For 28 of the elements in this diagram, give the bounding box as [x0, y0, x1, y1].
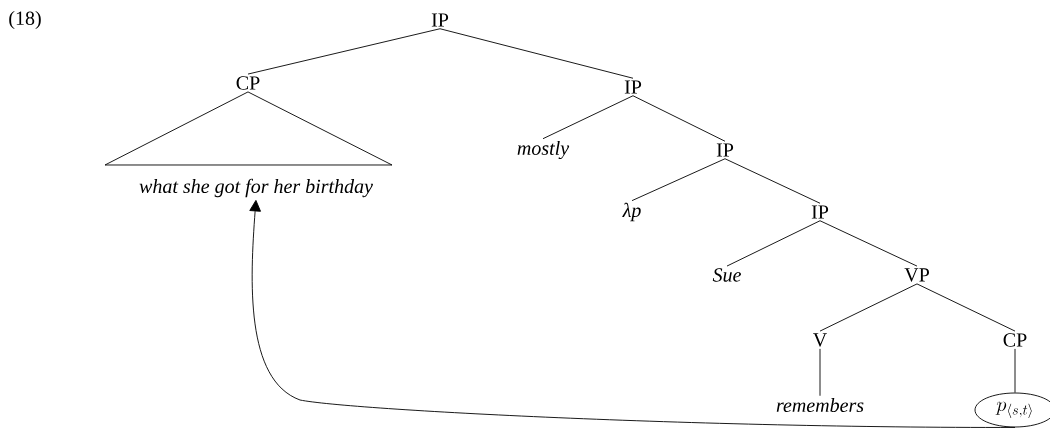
- branch-line: [724, 158, 821, 204]
- branch-line: [819, 220, 918, 267]
- category-label: CP: [1003, 333, 1027, 347]
- branch-line: [632, 95, 726, 142]
- branch-line: [916, 283, 1016, 332]
- branch-line: [819, 283, 918, 332]
- category-label: IP: [811, 205, 829, 219]
- triangle-roof: [104, 91, 393, 166]
- branch-line: [247, 28, 441, 75]
- branch-line: [631, 158, 726, 202]
- branch-line: [439, 28, 634, 79]
- category-label: IP: [624, 80, 642, 94]
- branch-line: [819, 348, 821, 397]
- category-label: VP: [904, 268, 929, 282]
- branch-line: [726, 220, 821, 267]
- example-number: (18): [9, 10, 41, 30]
- movement-arrow: [249, 199, 1016, 428]
- category-label: CP: [236, 76, 260, 90]
- category-label: IP: [431, 13, 449, 27]
- branch-line: [1014, 348, 1016, 393]
- category-label: IP: [716, 143, 734, 157]
- phrase-text: what she got for her birthday: [139, 178, 373, 198]
- word-text: mostly: [517, 140, 570, 160]
- category-label: V: [813, 333, 827, 347]
- word-text: remembers: [776, 397, 864, 413]
- word-text: λp: [622, 202, 641, 222]
- word-text: Sue: [712, 268, 741, 282]
- branch-line: [542, 95, 634, 140]
